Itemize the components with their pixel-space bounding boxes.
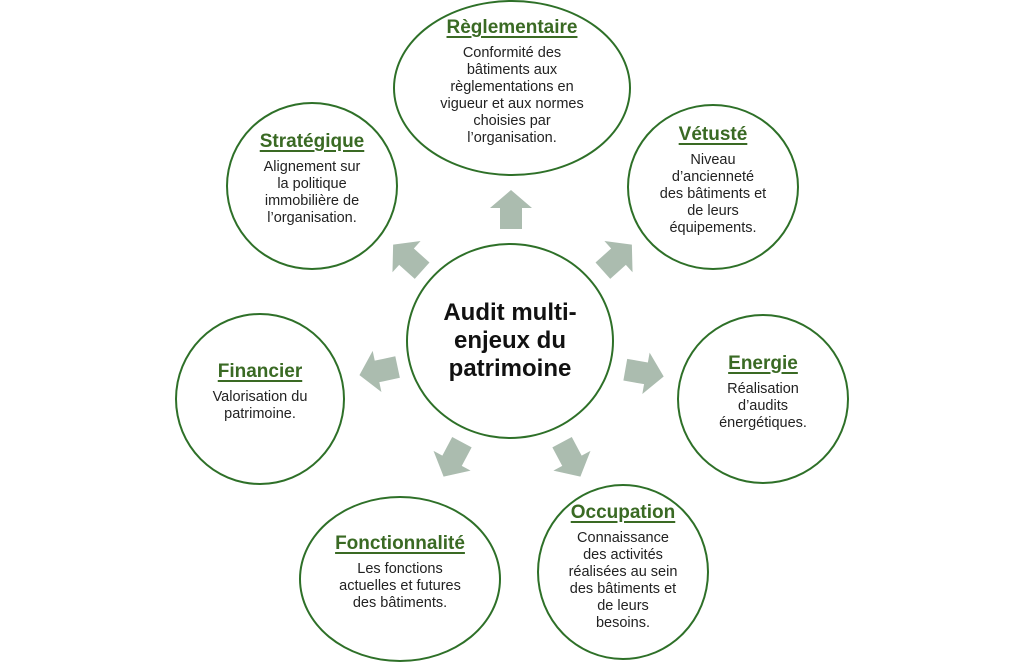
arrow-left-icon bbox=[359, 350, 400, 392]
node-occupation: Occupation Connaissance des activités ré… bbox=[537, 484, 709, 660]
node-title: Règlementaire bbox=[446, 17, 578, 38]
arrow-up-icon bbox=[490, 190, 532, 229]
arrow-down-left-icon bbox=[433, 437, 472, 477]
center-node: Audit multi- enjeux du patrimoine bbox=[406, 243, 614, 439]
arrow-right-icon bbox=[623, 352, 664, 395]
node-title: Vétusté bbox=[678, 123, 748, 145]
node-vetuste: Vétusté Niveau d’ancienneté des bâtiment… bbox=[627, 104, 799, 270]
node-strategique: Stratégique Alignement sur la politique … bbox=[226, 102, 398, 270]
node-fonctionnalite: Fonctionnalité Les fonctions actuelles e… bbox=[299, 496, 501, 662]
center-title: Audit multi- enjeux du patrimoine bbox=[443, 299, 577, 382]
node-title: Occupation bbox=[570, 502, 676, 523]
node-description: Les fonctions actuelles et futures des b… bbox=[339, 560, 461, 611]
node-description: Niveau d’ancienneté des bâtiments et de … bbox=[659, 151, 767, 236]
node-description: Alignement sur la politique immobilière … bbox=[263, 159, 361, 226]
node-title: Stratégique bbox=[259, 131, 365, 152]
node-title: Financier bbox=[217, 361, 303, 382]
node-energie: Energie Réalisation d’audits énergétique… bbox=[677, 314, 849, 484]
arrow-up-right-icon bbox=[595, 241, 633, 279]
node-description: Valorisation du patrimoine. bbox=[212, 389, 308, 422]
arrow-up-left-icon bbox=[392, 241, 430, 279]
node-title: Fonctionnalité bbox=[335, 532, 465, 554]
node-title: Energie bbox=[728, 352, 798, 374]
node-description: Conformité des bâtiments aux règlementat… bbox=[440, 45, 584, 146]
node-financier: Financier Valorisation du patrimoine. bbox=[175, 313, 345, 485]
node-description: Réalisation d’audits énergétiques. bbox=[719, 380, 807, 431]
node-reglementaire: Règlementaire Conformité des bâtiments a… bbox=[393, 0, 631, 176]
arrow-down-right-icon bbox=[552, 437, 591, 477]
node-description: Connaissance des activités réalisées au … bbox=[568, 530, 678, 631]
